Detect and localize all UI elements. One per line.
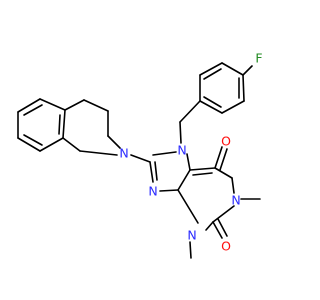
atom-label-fluorine: F: [255, 51, 262, 66]
bond: [203, 96, 222, 108]
bond: [62, 137, 81, 152]
bond: [17, 137, 41, 152]
molecule-canvas: F N N N N N O O: [17, 51, 263, 259]
bond: [79, 150, 118, 156]
bond: [23, 104, 43, 116]
bond: [189, 241, 192, 259]
bond: [242, 65, 253, 76]
bond: [212, 205, 235, 223]
bond: [39, 137, 64, 152]
bond: [205, 221, 214, 231]
bond: [62, 109, 66, 139]
bond: [179, 100, 201, 123]
bond: [130, 154, 151, 163]
bond: [177, 169, 191, 191]
bond: [149, 161, 154, 183]
atom-label-o6: O: [221, 134, 231, 149]
bond: [219, 148, 228, 171]
bond: [154, 161, 158, 181]
bond: [199, 100, 223, 114]
bond: [217, 218, 228, 237]
bond: [199, 62, 223, 76]
bond: [152, 151, 177, 156]
bond: [107, 135, 121, 149]
bond: [231, 177, 235, 194]
bond: [221, 100, 245, 114]
atom-label-o2: O: [221, 239, 231, 254]
bond: [159, 189, 179, 192]
bond: [214, 167, 233, 179]
atom-label-n9: N: [148, 184, 157, 199]
bond: [17, 98, 41, 113]
atom-label-n3: N: [187, 228, 196, 243]
atom-labels: F N N N N N O O: [119, 51, 262, 254]
bond: [221, 62, 244, 76]
atom-label-n-isoquinoline: N: [119, 146, 128, 161]
structure-diagram: F N N N N N O O: [17, 51, 263, 259]
bond: [189, 167, 216, 171]
bond: [214, 146, 223, 169]
bond: [177, 189, 199, 224]
atom-label-n7: N: [177, 143, 186, 158]
bond: [83, 99, 109, 112]
bond: [39, 98, 66, 111]
bond: [23, 134, 43, 146]
bond: [192, 172, 213, 176]
bond: [58, 114, 61, 135]
bond: [64, 99, 85, 111]
bond: [203, 68, 222, 80]
bond: [179, 121, 182, 144]
atom-label-n1: N: [231, 193, 240, 208]
bond: [186, 153, 191, 171]
bond: [212, 221, 223, 239]
bond: [242, 74, 245, 102]
bonds: [17, 62, 261, 259]
